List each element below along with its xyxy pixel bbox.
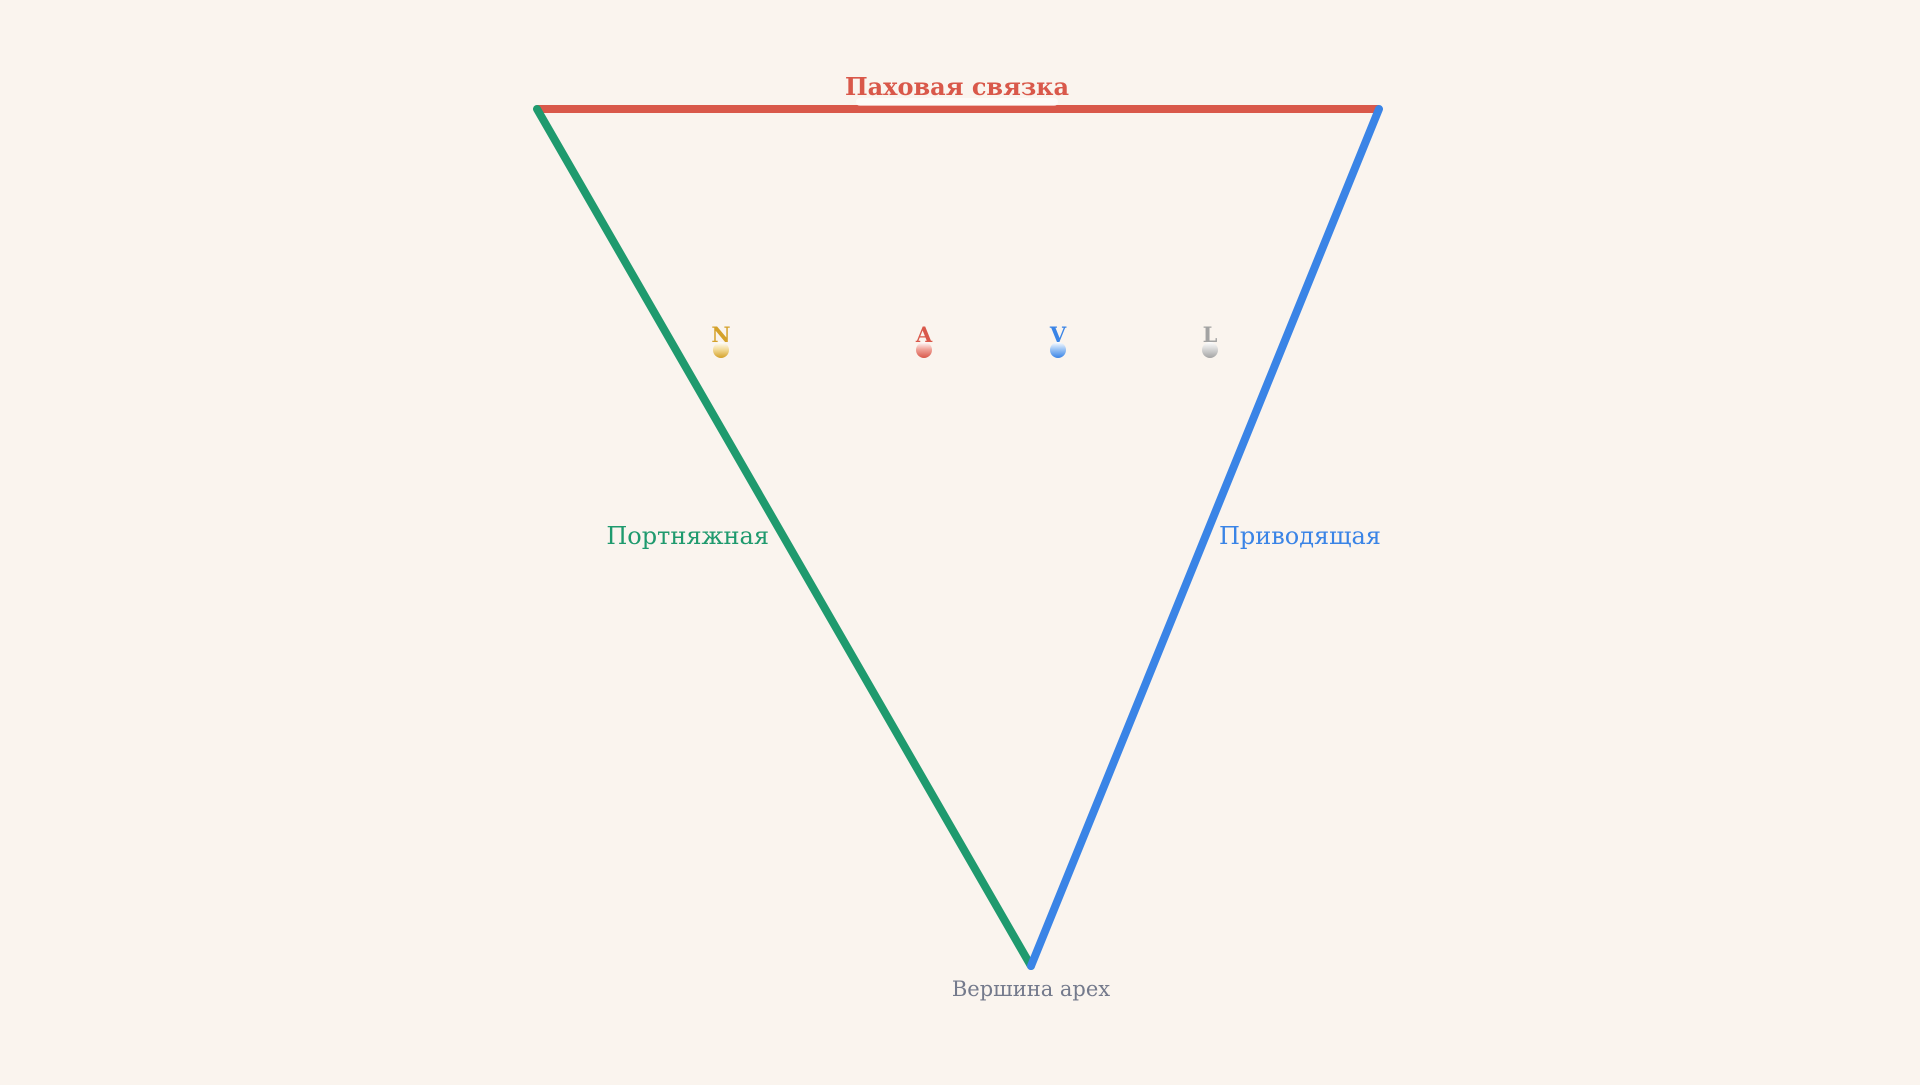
artery-dot	[916, 342, 932, 358]
marker-artery: A	[915, 322, 933, 358]
sartorius-label: Портняжная	[606, 522, 769, 550]
vein-dot	[1050, 342, 1066, 358]
nerve-letter: N	[711, 322, 730, 347]
nerve-dot	[713, 342, 729, 358]
adductor-label: Приводящая	[1219, 522, 1381, 550]
adductor-edge	[1027, 105, 1383, 970]
sartorius-edge	[533, 105, 1035, 970]
marker-vein: V	[1049, 322, 1067, 358]
lymphatics-dot	[1202, 342, 1218, 358]
vein-letter: V	[1049, 322, 1067, 347]
marker-lymphatics: L	[1202, 322, 1218, 358]
artery-letter: A	[915, 322, 933, 347]
lymphatics-letter: L	[1203, 322, 1218, 347]
inguinal-ligament-label: Паховая связка	[845, 72, 1069, 101]
apex-label: Вершина apex	[952, 977, 1110, 1001]
marker-nerve: N	[711, 322, 731, 358]
top-label-backdrop	[856, 98, 1058, 106]
